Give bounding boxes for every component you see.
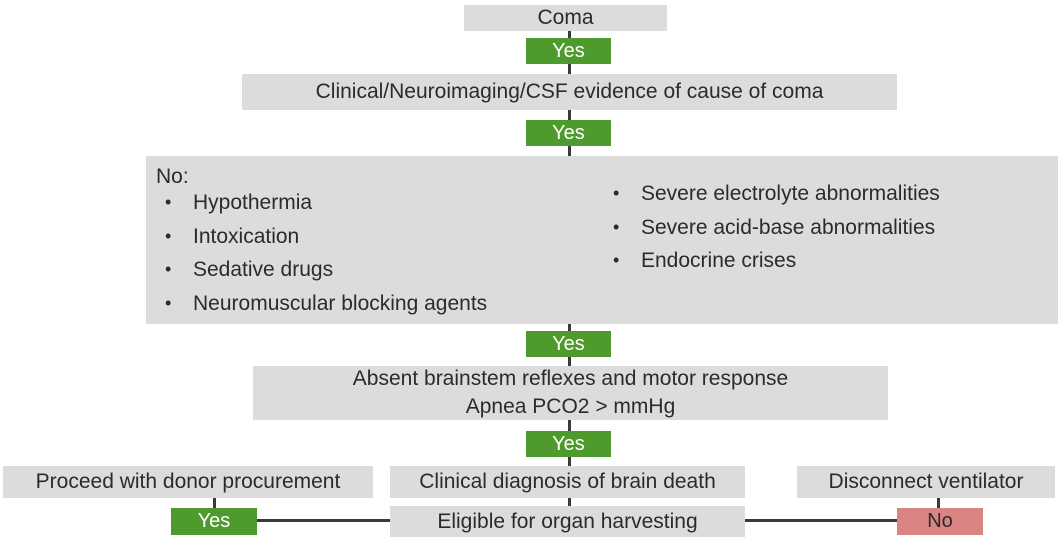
yes-label-3: Yes <box>526 331 611 357</box>
exclusion-lead: No: <box>156 165 189 188</box>
connector-eligible-right <box>745 519 898 522</box>
exclusion-item: Intoxication <box>165 220 487 254</box>
diagnosis-box: Clinical diagnosis of brain death <box>390 466 745 498</box>
exclusion-item: Endocrine crises <box>613 244 940 278</box>
yes-label-2: Yes <box>526 120 611 146</box>
eligible-box: Eligible for organ harvesting <box>390 506 745 537</box>
yes-left-label: Yes <box>171 508 257 535</box>
exclusion-item: Neuromuscular blocking agents <box>165 287 487 321</box>
reflexes-box: Absent brainstem reflexes and motor resp… <box>253 366 888 420</box>
yes-label-4: Yes <box>526 431 611 457</box>
coma-box: Coma <box>464 5 667 31</box>
reflexes-line-2: Apnea PCO2 > mmHg <box>465 395 676 418</box>
no-right-label: No <box>897 508 983 535</box>
exclusion-list-left: Hypothermia Intoxication Sedative drugs … <box>165 186 487 320</box>
exclusion-list-right: Severe electrolyte abnormalities Severe … <box>613 177 940 278</box>
exclusion-item: Severe acid-base abnormalities <box>613 211 940 245</box>
exclusion-criteria-box: No: Hypothermia Intoxication Sedative dr… <box>146 156 1058 324</box>
reflexes-line-1: Absent brainstem reflexes and motor resp… <box>352 367 789 390</box>
exclusion-item: Severe electrolyte abnormalities <box>613 177 940 211</box>
exclusion-item: Sedative drugs <box>165 253 487 287</box>
exclusion-item: Hypothermia <box>165 186 487 220</box>
procurement-box: Proceed with donor procurement <box>3 466 373 498</box>
yes-label-1: Yes <box>526 38 611 64</box>
connector-no-disconnect <box>937 496 940 510</box>
disconnect-box: Disconnect ventilator <box>797 466 1055 498</box>
connector-eligible-left <box>256 519 392 522</box>
connector-yes-procurement <box>213 496 216 510</box>
connector-diagnosis-eligible <box>568 496 571 508</box>
evidence-box: Clinical/Neuroimaging/CSF evidence of ca… <box>242 74 897 110</box>
